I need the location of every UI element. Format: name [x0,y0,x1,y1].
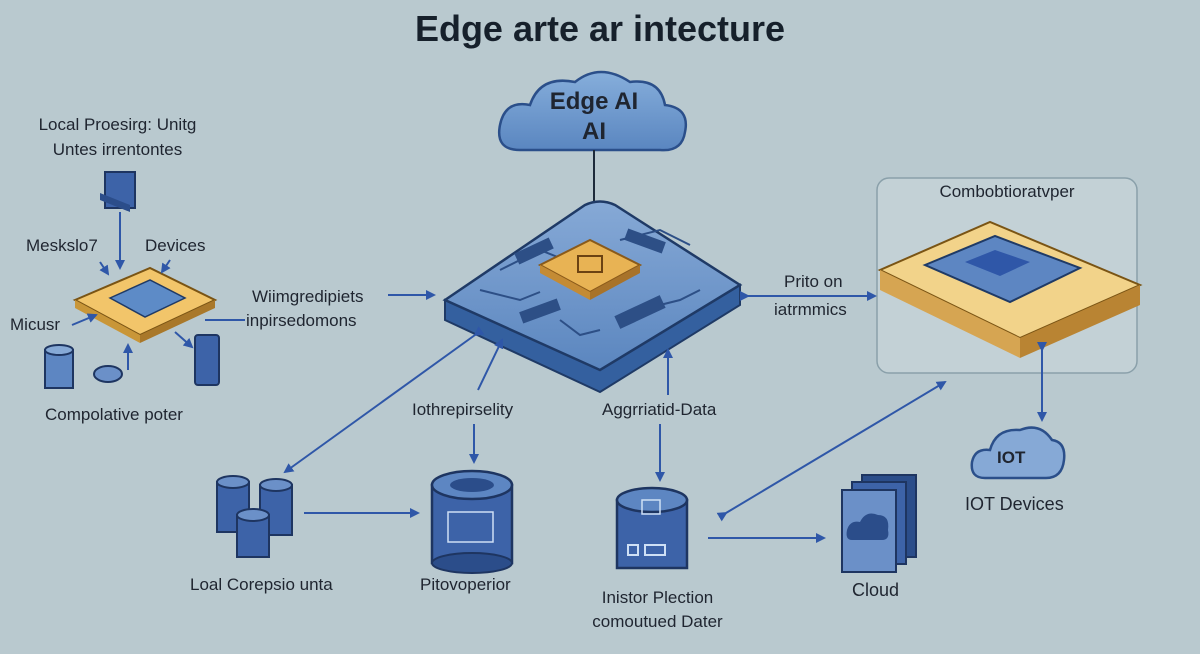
arrow-ioth-up [477,338,504,391]
left-heading-line1: Local Proesirg: Unitg [38,115,197,134]
cloud-server-icon [841,474,917,573]
label-local-corp: Loal Corepsio unta [190,575,333,594]
label-cloud: Cloud [852,580,900,600]
arrow-devices [160,259,171,274]
diagram-title: Edge arte ar intecture [414,8,786,49]
arrow-micusr [71,313,98,326]
label-wimg-line2: inpirsedomons [246,311,357,330]
label-iothrep: Iothrepirselity [412,400,514,419]
iot-cloud-label: IOT [997,448,1026,467]
local-storage-cylinders-icon [216,475,293,558]
arrow-tablet [174,331,194,349]
label-compolative: Compolative poter [45,405,183,424]
storage-cylinder-icon [44,344,74,389]
local-processing-chip [72,266,218,343]
label-meskso: Meskslo7 [26,236,98,255]
label-prito-line2: iatrmmics [774,300,847,319]
arrow-board-storage [283,326,485,474]
label-prito-line1: Prito on [784,272,843,291]
server-drum-icon [430,469,514,574]
iot-cloud-icon [970,426,1066,480]
edge-ai-cloud-icon [497,70,688,152]
collection-device-icon [615,486,689,570]
label-aggregated-data: Aggrriatid-Data [602,400,717,419]
mouse-device-icon [93,365,123,383]
label-instor-line1: Inistor Plection [601,588,714,607]
edge-ai-line2: AI [582,118,606,145]
left-heading-line2: Untes irrentontes [52,140,183,159]
central-edge-board [442,200,743,394]
tablet-device-icon [194,334,220,386]
label-iot-devices: IOT Devices [965,494,1064,514]
label-pitovoperior: Pitovoperior [420,575,511,594]
edge-ai-line1: Edge AI [549,88,639,115]
label-combination: Combobtioratvper [939,182,1075,201]
label-devices: Devices [145,236,206,255]
processor-unit-icon [100,171,136,212]
label-micusr: Micusr [10,315,61,334]
arrow-meskso [99,261,110,276]
label-instor-line2: comoutued Dater [592,612,723,631]
combination-board [877,220,1143,358]
arrow-device-combo [716,380,947,522]
label-wimg-line1: Wiimgredipiets [252,287,364,306]
